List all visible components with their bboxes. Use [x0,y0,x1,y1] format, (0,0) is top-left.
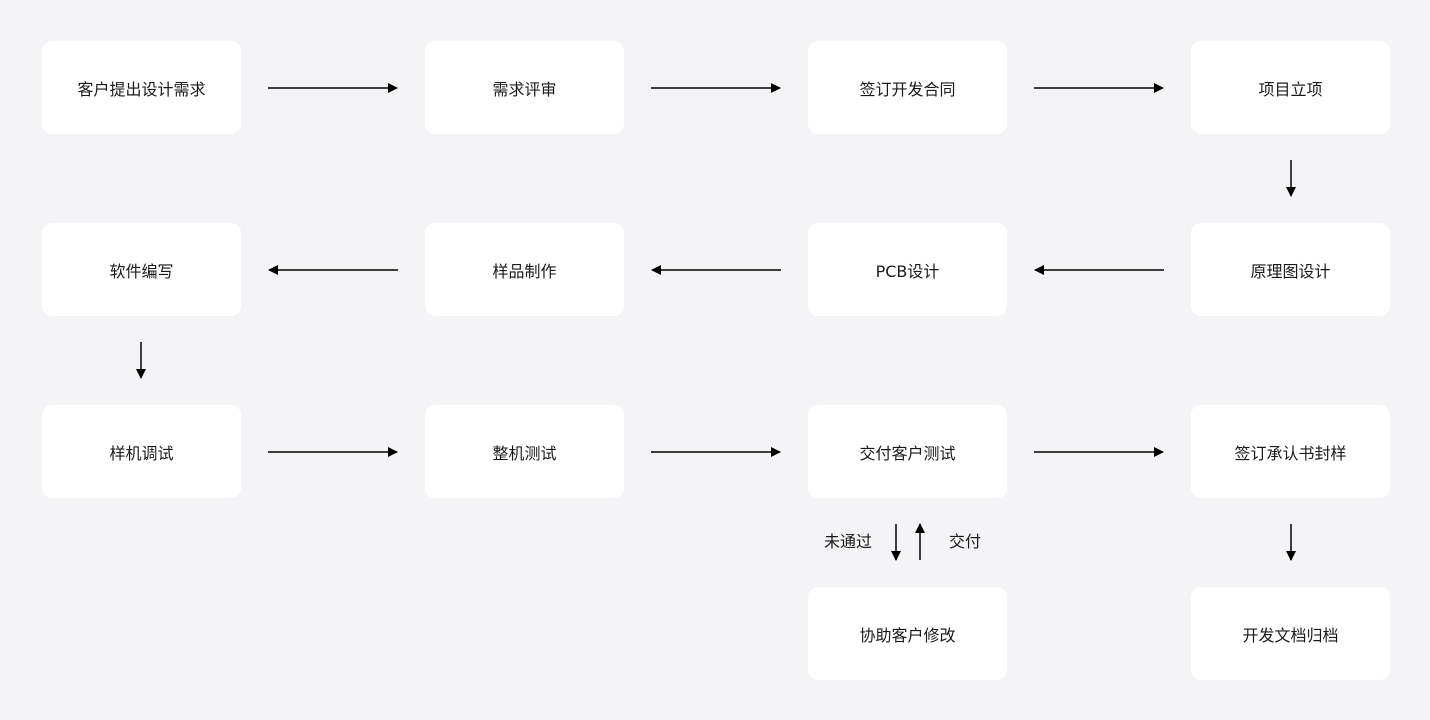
step-schematic-design: 原理图设计 [1191,223,1390,316]
step-project-initiation: 项目立项 [1191,41,1390,134]
step-pcb-design: PCB设计 [808,223,1007,316]
edge-label-not-passed: 未通过 [824,532,873,551]
edge-label-deliver: 交付 [949,532,982,551]
step-customer-test: 交付客户测试 [808,405,1007,498]
step-sign-contract: 签订开发合同 [808,41,1007,134]
step-sample-production: 样品制作 [425,223,624,316]
step-customer-request: 客户提出设计需求 [42,41,241,134]
step-software-coding: 软件编写 [42,223,241,316]
step-system-test: 整机测试 [425,405,624,498]
step-prototype-debug: 样机调试 [42,405,241,498]
step-archive-docs: 开发文档归档 [1191,587,1390,680]
step-requirement-review: 需求评审 [425,41,624,134]
step-assist-modification: 协助客户修改 [808,587,1007,680]
step-sign-approval: 签订承认书封样 [1191,405,1390,498]
